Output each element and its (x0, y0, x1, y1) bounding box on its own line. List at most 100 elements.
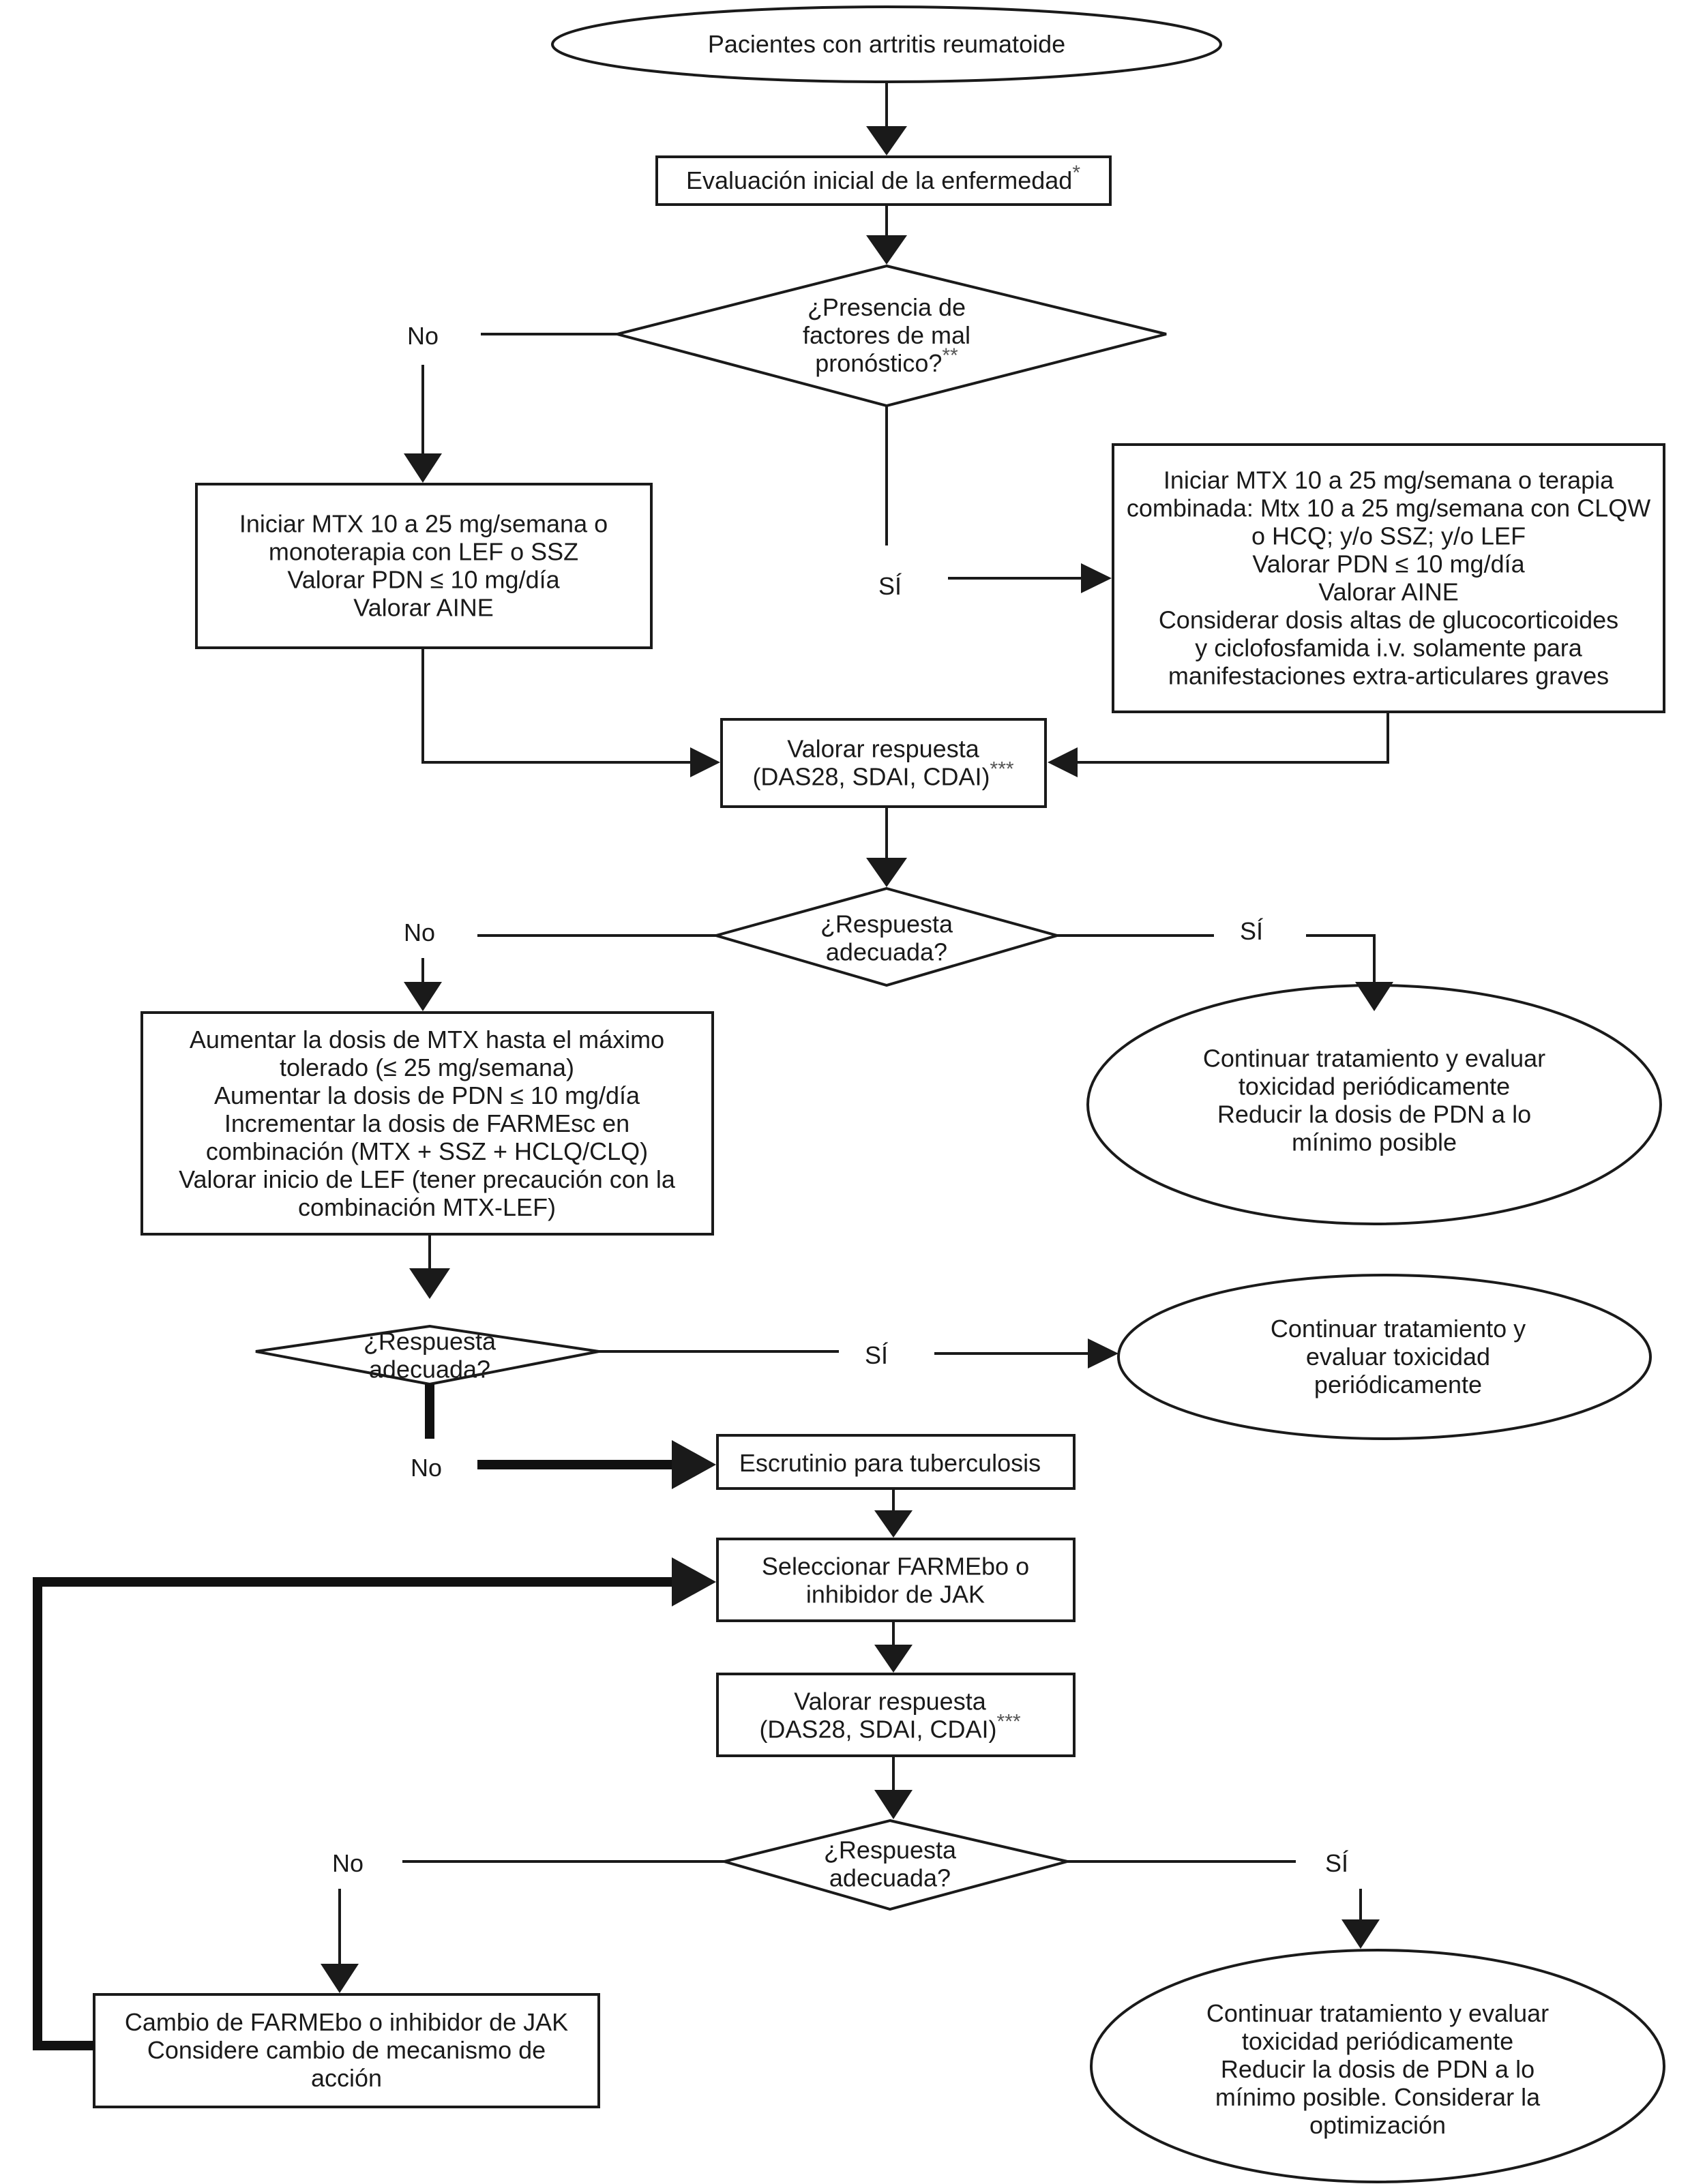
continuar1-line: toxicidad periódicamente (1239, 1073, 1510, 1101)
continuar2-line: Continuar tratamiento y (1271, 1315, 1526, 1343)
arrowhead (672, 1557, 716, 1606)
label-si-3: SÍ (865, 1341, 888, 1369)
respuesta1-box (720, 718, 1047, 808)
cambio-line: Cambio de FARMEbo o inhibidor de JAK (125, 2008, 568, 2036)
aumentar-line: Aumentar la dosis de MTX hasta el máximo (190, 1026, 664, 1053)
evaluacion-box (655, 155, 1112, 206)
right-start-box (1112, 443, 1665, 713)
arrowhead (866, 126, 907, 155)
decision3-line: ¿Respuesta (824, 1836, 957, 1864)
pronostico-line: factores de mal (803, 321, 970, 349)
label-si-1: SÍ (878, 572, 902, 600)
tuberculosis-line: Escrutinio para tuberculosis (739, 1449, 1041, 1477)
right-start-line: y ciclofosfamida i.v. solamente para (1195, 634, 1583, 662)
aumentar-line: Aumentar la dosis de PDN ≤ 10 mg/día (214, 1081, 640, 1109)
decision2-line: adecuada? (369, 1356, 490, 1383)
respuesta2-line: Valorar respuesta (794, 1688, 986, 1716)
continuar3-ellipse (1090, 1949, 1665, 2183)
label-no-1: No (407, 322, 439, 350)
pronostico-line: pronóstico?** (815, 344, 958, 377)
connector-left-start-respuesta1 (421, 648, 690, 764)
decision3-line: adecuada? (829, 1864, 951, 1892)
aumentar-line: Valorar inicio de LEF (tener precaución … (179, 1165, 676, 1193)
arrowhead (1088, 1338, 1118, 1368)
arrowhead (672, 1440, 716, 1489)
aumentar-line: Incrementar la dosis de FARMEsc en (224, 1109, 629, 1137)
right-start-line: Valorar PDN ≤ 10 mg/día (1252, 550, 1525, 578)
label-si-4: SÍ (1325, 1849, 1348, 1877)
arrowhead (321, 1964, 359, 1993)
arrowhead (1341, 1919, 1380, 1949)
continuar3-line: optimización (1309, 2111, 1446, 2139)
seleccionar-box (716, 1538, 1076, 1622)
decision1-diamond (711, 886, 1063, 987)
decision2-line: ¿Respuesta (364, 1328, 496, 1356)
continuar1-line: Continuar tratamiento y evaluar (1203, 1045, 1545, 1073)
arrowhead (404, 453, 442, 483)
evaluacion-text: Evaluación inicial de la enfermedad* (686, 162, 1080, 194)
seleccionar-line: Seleccionar FARMEbo o (762, 1553, 1029, 1581)
start-line: Pacientes con artritis reumatoide (708, 30, 1065, 58)
connector-cambio-loop (33, 1577, 672, 2050)
cambio-box (93, 1993, 600, 2108)
respuesta1-line: Valorar respuesta (787, 735, 979, 763)
cambio-line: Considere cambio de mecanismo de (147, 2036, 546, 2064)
arrowhead (874, 1645, 913, 1673)
respuesta2-text: Valorar respuesta(DAS28, SDAI, CDAI)*** (759, 1688, 1020, 1744)
left-start-line: monoterapia con LEF o SSZ (269, 538, 578, 566)
decision3-diamond (719, 1819, 1068, 1911)
continuar3-line: toxicidad periódicamente (1242, 2027, 1513, 2055)
arrowhead (874, 1790, 913, 1819)
continuar3-line: Reducir la dosis de PDN a lo (1221, 2055, 1535, 2083)
left-start-line: Valorar PDN ≤ 10 mg/día (287, 566, 560, 594)
decision1-line: adecuada? (826, 938, 947, 966)
respuesta1-text: Valorar respuesta(DAS28, SDAI, CDAI)*** (752, 735, 1013, 791)
respuesta2-footnote-mark: *** (997, 1711, 1021, 1733)
label-no-2: No (404, 918, 435, 946)
continuar3-line: mínimo posible. Considerar la (1215, 2083, 1541, 2111)
arrowhead (1048, 747, 1078, 777)
connector-right-start-respuesta1 (1078, 712, 1389, 764)
left-start-line: Iniciar MTX 10 a 25 mg/semana o (239, 510, 608, 538)
evaluacion-line: Evaluación inicial de la enfermedad* (686, 162, 1080, 194)
continuar2-line: evaluar toxicidad (1306, 1343, 1490, 1371)
label-no-4: No (332, 1849, 364, 1877)
evaluacion-footnote-mark: * (1072, 162, 1080, 184)
right-start-line: Considerar dosis altas de glucocorticoid… (1159, 606, 1618, 634)
pronostico-footnote-mark: ** (942, 344, 958, 367)
left-start-line: Valorar AINE (353, 594, 493, 622)
cambio-line: acción (311, 2064, 382, 2092)
arrowhead (404, 982, 442, 1011)
aumentar-line: tolerado (≤ 25 mg/semana) (280, 1053, 574, 1081)
right-start-line: Iniciar MTX 10 a 25 mg/semana o terapia (1163, 466, 1614, 494)
arrowhead (866, 858, 907, 887)
right-start-line: Valorar AINE (1318, 578, 1458, 606)
aumentar-box (140, 1011, 714, 1236)
continuar1-line: Reducir la dosis de PDN a lo (1217, 1101, 1531, 1128)
arrowhead (866, 235, 907, 265)
respuesta1-line: (DAS28, SDAI, CDAI)*** (752, 758, 1013, 791)
right-start-line: o HCQ; y/o SSZ; y/o LEF (1251, 522, 1526, 550)
respuesta1-footnote-mark: *** (990, 758, 1014, 781)
arrowhead (1355, 982, 1393, 1011)
right-start-line: combinada: Mtx 10 a 25 mg/semana con CLQ… (1127, 494, 1650, 522)
seleccionar-line: inhibidor de JAK (806, 1581, 985, 1609)
continuar2-ellipse (1117, 1274, 1652, 1440)
tuberculosis-box (716, 1434, 1076, 1490)
pronostico-line: ¿Presencia de (807, 293, 966, 321)
aumentar-line: combinación (MTX + SSZ + HCLQ/CLQ) (206, 1137, 648, 1165)
respuesta2-line: (DAS28, SDAI, CDAI)*** (759, 1711, 1020, 1744)
arrowhead (1081, 563, 1112, 593)
continuar1-line: mínimo posible (1292, 1128, 1457, 1156)
aumentar-text: Aumentar la dosis de MTX hasta el máximo… (179, 1026, 676, 1221)
